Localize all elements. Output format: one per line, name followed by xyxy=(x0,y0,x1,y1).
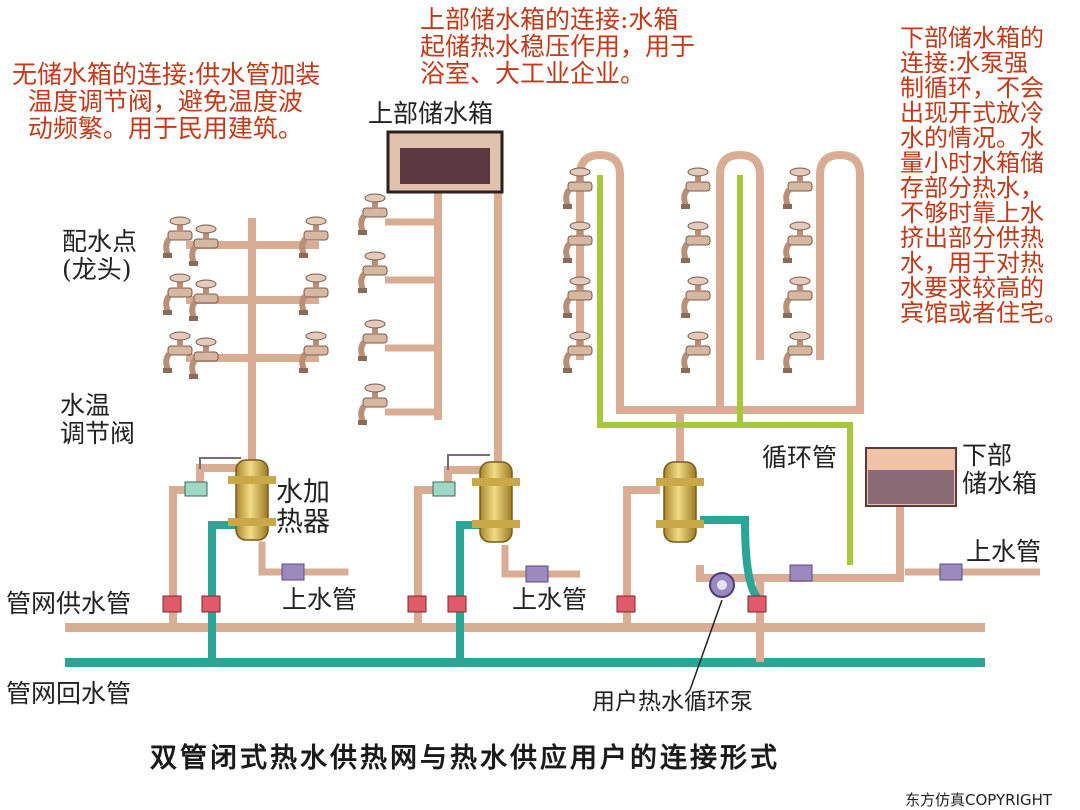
water-heater-1 xyxy=(228,459,276,541)
water-heater-3 xyxy=(656,461,704,543)
water-heater-2 xyxy=(472,461,520,543)
lower-storage-tank xyxy=(865,447,957,507)
makeup-valves xyxy=(281,563,963,583)
label-heater: 水加 热器 xyxy=(276,477,330,538)
pump-pointer xyxy=(689,599,723,691)
diagram-title: 双管闭式热水供热网与热水供应用户的连接形式 xyxy=(150,743,780,774)
temp-regulating-valve-2 xyxy=(432,481,456,497)
label-makeup-3: 上水管 xyxy=(966,537,1042,566)
network-valves xyxy=(162,595,767,613)
label-network-return: 管网回水管 xyxy=(6,679,132,708)
note-upper-tank: 上部储水箱的连接:水箱 起储热水稳压作用，用于 浴室、大工业企业。 xyxy=(420,5,696,88)
network-return-main xyxy=(65,658,985,667)
temp-regulating-valve-1 xyxy=(184,481,208,497)
label-circulation-pipe: 循环管 xyxy=(762,443,838,472)
system-lower-tank xyxy=(576,150,1040,662)
network-supply-main xyxy=(65,623,985,632)
label-makeup-2: 上水管 xyxy=(512,585,588,614)
label-network-supply: 管网供水管 xyxy=(6,589,132,618)
label-pump: 用户热水循环泵 xyxy=(592,689,753,715)
circulation-pump xyxy=(709,572,735,598)
label-makeup-1: 上水管 xyxy=(282,585,358,614)
label-faucets: 配水点 (龙头) xyxy=(62,227,138,284)
note-lower-tank: 下部储水箱的 连接:水泵强 制循环，不会 出现开式放冷 水的情况。水 量小时水箱… xyxy=(900,24,1068,327)
label-temp-valve: 水温 调节阀 xyxy=(60,391,136,448)
note-no-tank: 无储水箱的连接:供水管加装 温度调节阀，避免温度波 动频繁。用于民用建筑。 xyxy=(12,60,321,143)
upper-storage-tank xyxy=(386,130,504,194)
copyright: 东方仿真COPYRIGHT xyxy=(905,791,1053,809)
label-upper-tank: 上部储水箱 xyxy=(368,99,494,128)
label-lower-tank: 下部 储水箱 xyxy=(962,441,1038,498)
faucets-system-2 xyxy=(358,194,387,425)
